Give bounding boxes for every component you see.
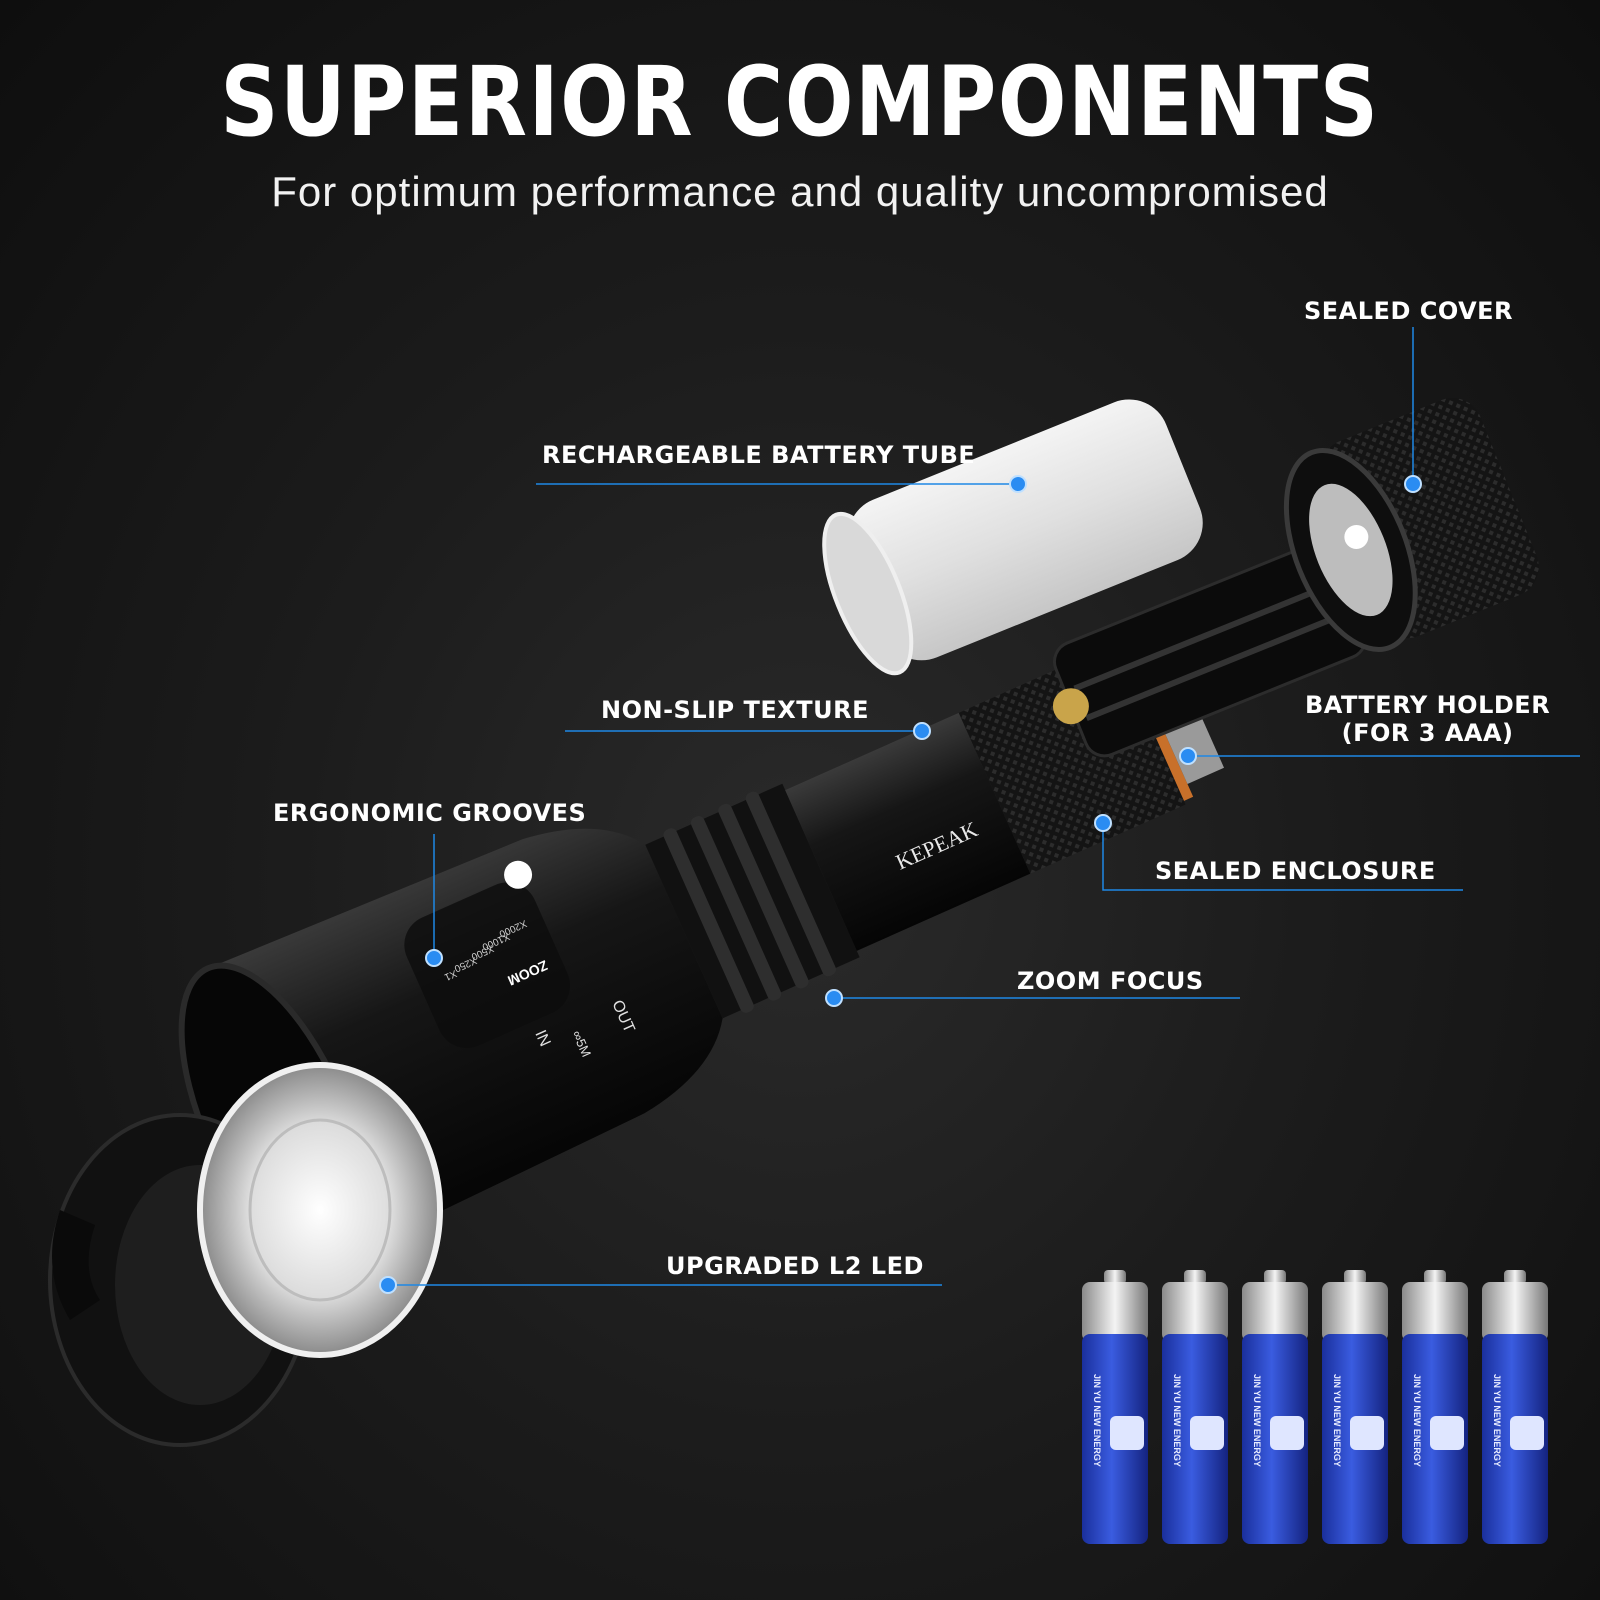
aaa-battery: JIN YU NEW ENERGY	[1242, 1270, 1308, 1544]
label-sealed-cover: SEALED COVER	[1304, 297, 1514, 325]
dot-battery-holder	[1179, 747, 1197, 765]
dot-zoom	[825, 989, 843, 1007]
zoom-markings	[404, 860, 570, 1048]
battery-brand-label: JIN YU NEW ENERGY	[1492, 1374, 1502, 1467]
aaa-battery: JIN YU NEW ENERGY	[1162, 1270, 1228, 1544]
battery-logo-icon	[1270, 1416, 1304, 1450]
neck	[645, 783, 860, 1019]
label-ergonomic-grooves: ERGONOMIC GROOVES	[273, 799, 587, 827]
svg-text:X1: X1	[442, 967, 458, 982]
battery-logo-icon	[1350, 1416, 1384, 1450]
aaa-battery: JIN YU NEW ENERGY	[1402, 1270, 1468, 1544]
page-title: SUPERIOR COMPONENTS	[220, 46, 1380, 158]
battery-brand-label: JIN YU NEW ENERGY	[1172, 1374, 1182, 1467]
label-non-slip-texture: NON-SLIP TEXTURE	[601, 696, 869, 724]
dot-non-slip	[913, 722, 931, 740]
label-sealed-enclosure: SEALED ENCLOSURE	[1155, 857, 1436, 885]
battery-logo-icon	[1510, 1416, 1544, 1450]
dot-led	[379, 1276, 397, 1294]
battery-brand-label: JIN YU NEW ENERGY	[1252, 1374, 1262, 1467]
callout-lines	[388, 327, 1580, 1286]
battery-logo-icon	[1430, 1416, 1464, 1450]
dot-sealed-cover	[1404, 475, 1422, 493]
aaa-batteries: JIN YU NEW ENERGY JIN YU NEW ENERGY JIN YU…	[1082, 1270, 1548, 1544]
barrel	[785, 712, 1031, 951]
aaa-battery: JIN YU NEW ENERGY	[1322, 1270, 1388, 1544]
dot-sealed-enclosure	[1094, 814, 1112, 832]
battery-logo-icon	[1110, 1416, 1144, 1450]
label-zoom-focus: ZOOM FOCUS	[1017, 967, 1204, 995]
battery-tube	[822, 399, 1203, 676]
callout-dots	[379, 475, 1422, 1294]
battery-brand-label: JIN YU NEW ENERGY	[1332, 1374, 1342, 1467]
battery-logo-icon	[1190, 1416, 1224, 1450]
battery-brand-label: JIN YU NEW ENERGY	[1092, 1374, 1102, 1467]
leader-sealed-enclosure	[1102, 823, 1463, 891]
label-battery-tube: RECHARGEABLE BATTERY TUBE	[542, 441, 976, 469]
label-upgraded-led: UPGRADED L2 LED	[666, 1252, 924, 1280]
battery-brand-label: JIN YU NEW ENERGY	[1412, 1374, 1422, 1467]
focus-dot	[504, 860, 533, 889]
page-subtitle: For optimum performance and quality unco…	[271, 168, 1329, 215]
label-battery-holder: BATTERY HOLDER (FOR 3 AAA)	[1305, 691, 1551, 747]
tail-cap	[1283, 397, 1539, 652]
dot-ergonomic	[425, 949, 443, 967]
aaa-battery: JIN YU NEW ENERGY	[1482, 1270, 1548, 1544]
focus-in-label: IN	[531, 1028, 553, 1050]
led-lens	[197, 1062, 443, 1358]
dot-battery-tube	[1009, 475, 1027, 493]
aaa-battery: JIN YU NEW ENERGY	[1082, 1270, 1148, 1544]
